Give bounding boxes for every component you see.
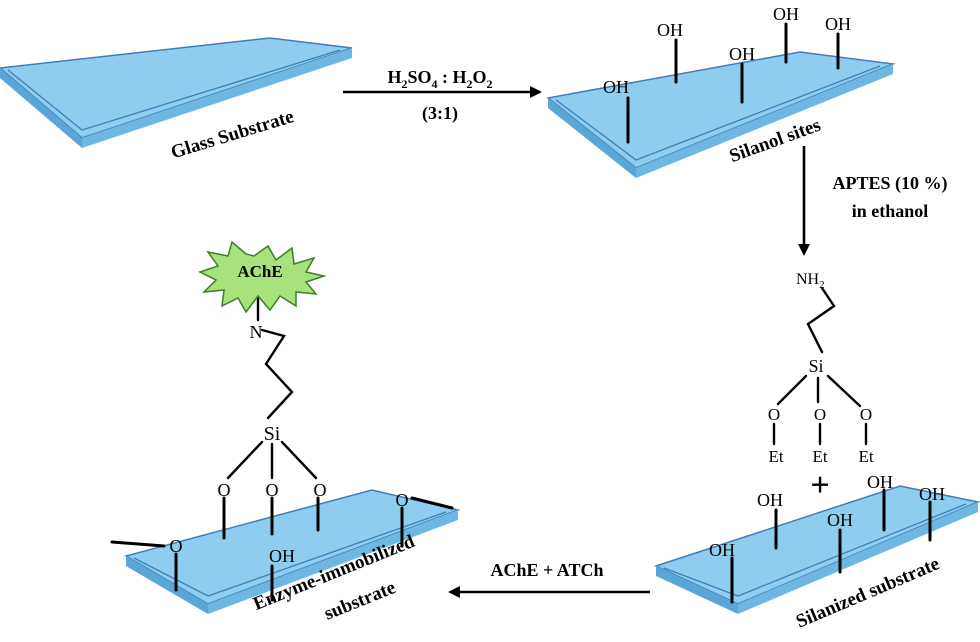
oh-label: OH [603,77,629,97]
immobilized-linker: O O O Si N [218,294,327,500]
oxygen-label: O [860,405,872,424]
step1-ratio-label: (3:1) [422,103,458,124]
oxygen-label: O [218,480,231,500]
step2-solvent-label: in ethanol [852,201,929,221]
aptes-molecule: NH2 Si O O O Et Et Et [768,271,874,466]
plus-sign: + [810,467,829,504]
oh-label: OH [773,4,799,24]
step1-reagent-label: H2SO4 : H2O2 [387,67,492,91]
ethyl-label: Et [858,447,873,466]
oh-label: OH [757,490,783,510]
oxygen-label: O [266,480,279,500]
oh-label: OH [269,546,295,566]
step3-reagent-label: AChE + ATCh [491,560,604,580]
ethyl-label: Et [812,447,827,466]
step2-reagent-label: APTES (10 %) [832,173,947,194]
oh-label: OH [657,20,683,40]
oxygen-label: O [170,536,183,556]
silanol-groups [626,22,840,144]
silicon-label: Si [808,356,823,376]
oh-label: OH [867,472,893,492]
oh-label: OH [729,44,755,64]
oh-label: OH [825,14,851,34]
oh-label: OH [709,540,735,560]
oxygen-label: O [768,405,780,424]
glass-slide-3 [653,485,980,614]
oxygen-label: O [314,480,327,500]
ethyl-label: Et [768,447,783,466]
silanized-oh-groups [730,488,932,604]
glass-slide-2 [546,51,896,178]
oh-label: OH [827,510,853,530]
amine-label: NH2 [796,271,825,291]
oh-label: OH [919,484,945,504]
glass-substrate-label: Glass Substrate [168,106,296,163]
nitrogen-label: N [250,322,263,342]
enzyme-label: AChE [237,262,282,281]
silicon-label: Si [264,423,281,445]
glass-slide-1 [0,37,353,148]
immobilized-bonds [110,496,454,602]
oxygen-label: O [396,490,409,510]
ache-enzyme-burst: AChE [198,240,327,314]
oxygen-label: O [814,405,826,424]
